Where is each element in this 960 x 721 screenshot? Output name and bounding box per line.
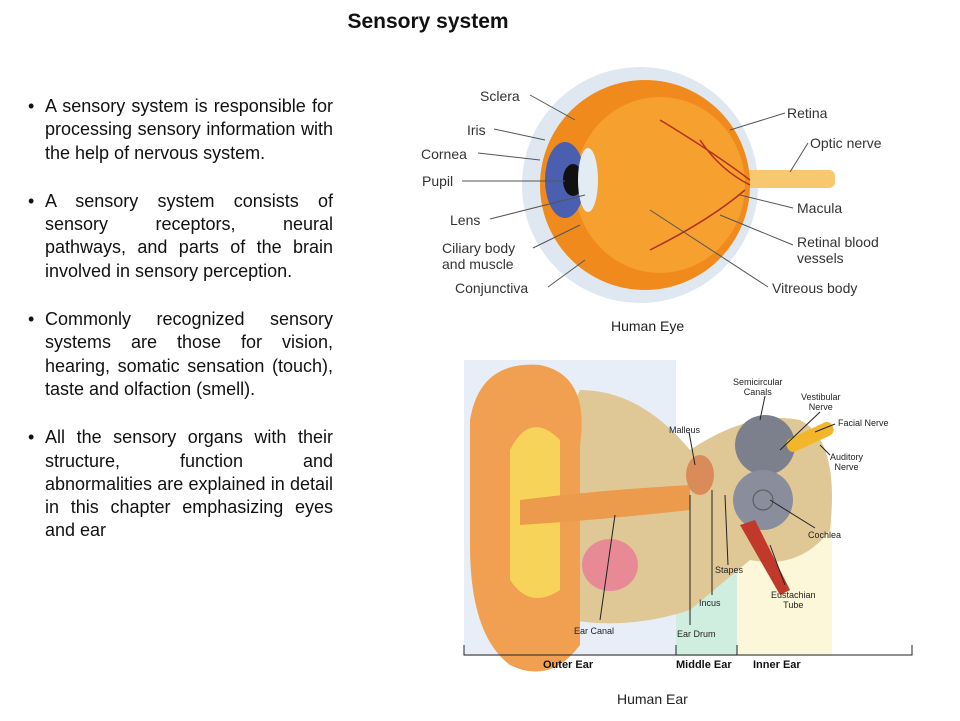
eye-label-pupil: Pupil (422, 173, 454, 189)
eye-label-sclera: Sclera (480, 88, 520, 104)
bullet-item: All the sensory organs with their struct… (28, 426, 333, 542)
eye-label-retina: Retina (787, 105, 828, 121)
eye-label-optic-nerve: Optic nerve (810, 135, 882, 151)
ear-label-incus: Incus (699, 598, 721, 608)
ear-label-stapes: Stapes (715, 565, 744, 575)
ear-label-facial: Facial Nerve (838, 418, 889, 428)
ear-label-eustachian: Eustachian Tube (771, 590, 816, 610)
eye-label-conjunctiva: Conjunctiva (455, 280, 529, 296)
ear-label-malleus: Malleus (669, 425, 701, 435)
ear-label-canal: Ear Canal (574, 626, 615, 636)
ear-label-cochlea: Cochlea (808, 530, 842, 540)
page-title: Sensory system (347, 10, 509, 33)
bullet-item: Commonly recognized sensory systems are … (28, 308, 333, 401)
ear-label-drum: Ear Drum (677, 629, 716, 639)
ear-label-semicircular: Semicircular Canals (733, 377, 783, 397)
bullet-item: A sensory system consists of sensory rec… (28, 190, 333, 283)
eye-label-macula: Macula (797, 200, 843, 216)
section-inner-ear: Inner Ear (753, 659, 801, 671)
eye-label-vessels: Retinal blood vessels (797, 234, 879, 266)
eye-label-ciliary: Ciliary body and muscle (442, 240, 516, 272)
ear-caption: Human Ear (617, 691, 688, 707)
eye-label-vitreous: Vitreous body (772, 280, 858, 296)
bullet-item: A sensory system is responsible for proc… (28, 95, 333, 165)
eye-caption: Human Eye (611, 318, 685, 334)
bullet-list: A sensory system is responsible for proc… (28, 95, 333, 568)
eye-label-cornea: Cornea (421, 146, 467, 162)
ear-label-auditory: Auditory Nerve (830, 452, 864, 472)
eye-label-lens: Lens (450, 212, 481, 228)
section-outer-ear: Outer Ear (543, 659, 594, 671)
section-middle-ear: Middle Ear (676, 659, 732, 671)
eye-label-iris: Iris (467, 122, 486, 138)
ear-label-vestibular: Vestibular Nerve (801, 392, 841, 412)
